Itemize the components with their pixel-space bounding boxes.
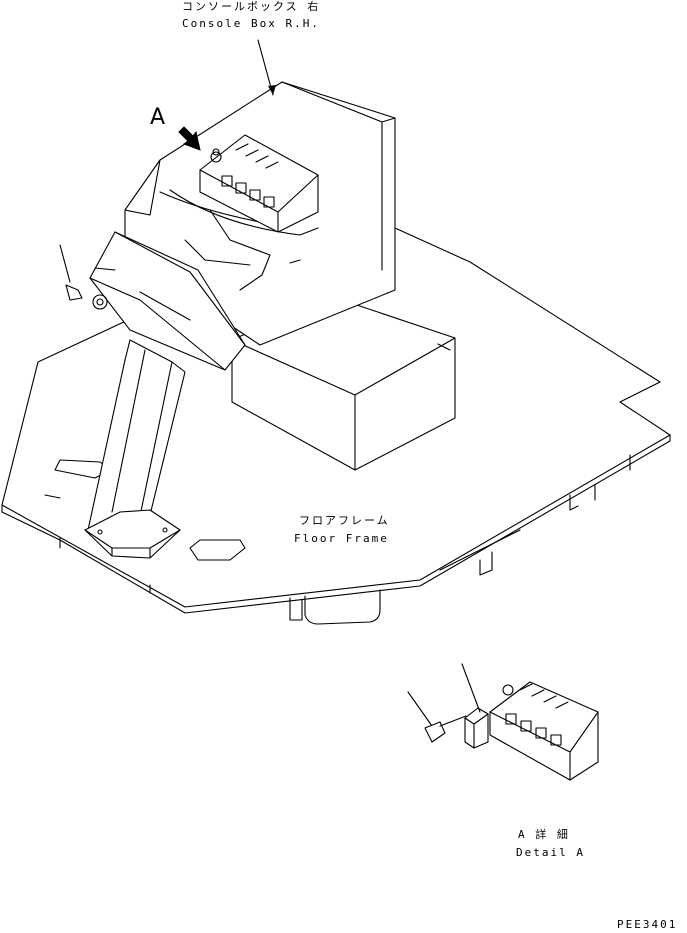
console-box-label-en: Console Box R.H. [182, 17, 320, 30]
lever-housing [59, 231, 246, 371]
switch-panel [199, 134, 319, 233]
detail-a-label-en: Detail A [516, 846, 585, 859]
drawing-number: PEE3401 [617, 918, 678, 931]
detail-a-label-jp: A 詳 細 [518, 828, 570, 841]
floor-frame-label-jp: フロアフレーム [299, 514, 390, 527]
view-direction-arrow-icon [178, 126, 201, 151]
support-post [84, 339, 186, 559]
floor-frame-label-en: Floor Frame [294, 532, 389, 545]
view-direction-letter: A [150, 105, 166, 130]
detail-a-assembly [407, 663, 599, 781]
console-box-label-jp: コンソールボックス 右 [182, 0, 321, 13]
leader-arrowhead [268, 85, 276, 95]
